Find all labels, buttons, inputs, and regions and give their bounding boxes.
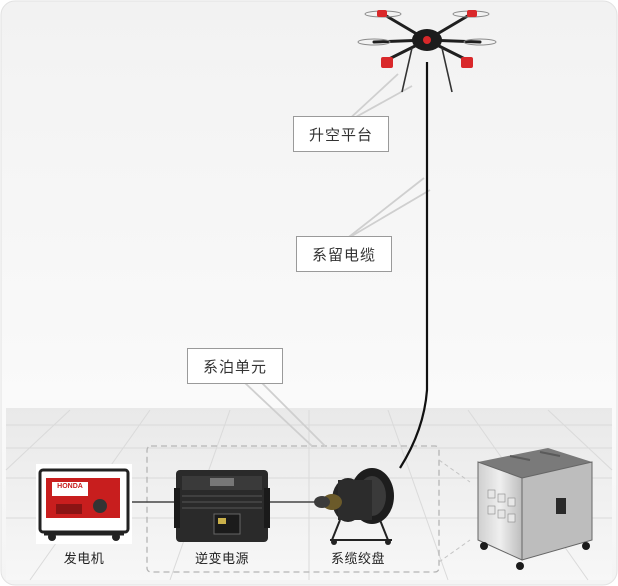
projection-lines (438, 459, 471, 563)
caption-generator: 发电机 (63, 552, 105, 567)
generator-icon (36, 464, 132, 544)
tether-cable-line (399, 62, 429, 469)
label-platform: 升空平台 (293, 116, 389, 152)
label-mooring-unit: 系泊单元 (187, 348, 283, 384)
mooring-unit-group (146, 445, 440, 573)
caption-inverter: 逆变电源 (194, 552, 249, 567)
mooring-case-icon (477, 448, 593, 570)
label-tether-cable: 系留电缆 (296, 236, 392, 272)
generator-brand-logo: HONDA (57, 483, 83, 490)
inverter-icon (174, 470, 270, 542)
drone-icon (357, 10, 497, 93)
winch-icon (314, 468, 394, 545)
leader-lines (244, 73, 431, 447)
caption-winch: 系缆绞盘 (330, 552, 385, 567)
